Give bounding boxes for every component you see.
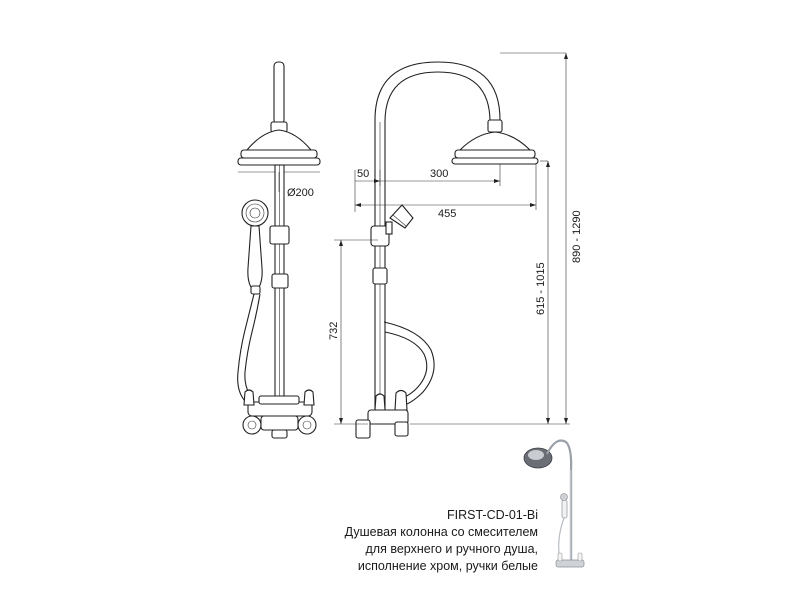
mixer-side xyxy=(355,389,409,439)
dim-offset-head: 300 xyxy=(430,168,448,180)
dim-offset-small: 50 xyxy=(357,168,369,180)
product-caption: FIRST-CD-01-Bi Душевая колонна со смесит… xyxy=(345,507,538,575)
dim-head-diameter: Ø200 xyxy=(287,187,314,199)
mixer-front xyxy=(242,389,317,439)
hand-shower-side xyxy=(370,204,414,285)
side-view: 50 300 455 732 615 - 1015 890 - 1290 xyxy=(328,52,583,439)
dim-reach-total: 455 xyxy=(438,208,456,220)
dim-height-mixer: 732 xyxy=(328,322,340,340)
caption-line-3: исполнение хром, ручки белые xyxy=(357,559,538,573)
dim-height-total: 890 - 1290 xyxy=(571,210,583,263)
front-view: Ø200 xyxy=(237,61,321,439)
caption-line-2: для верхнего и ручного душа, xyxy=(365,542,539,556)
hand-shower-front xyxy=(241,199,269,295)
product-model: FIRST-CD-01-Bi xyxy=(447,508,538,522)
dim-height-holder: 615 - 1015 xyxy=(535,262,547,315)
caption-line-1: Душевая колонна со смесителем xyxy=(344,525,538,539)
product-photo xyxy=(523,439,585,568)
